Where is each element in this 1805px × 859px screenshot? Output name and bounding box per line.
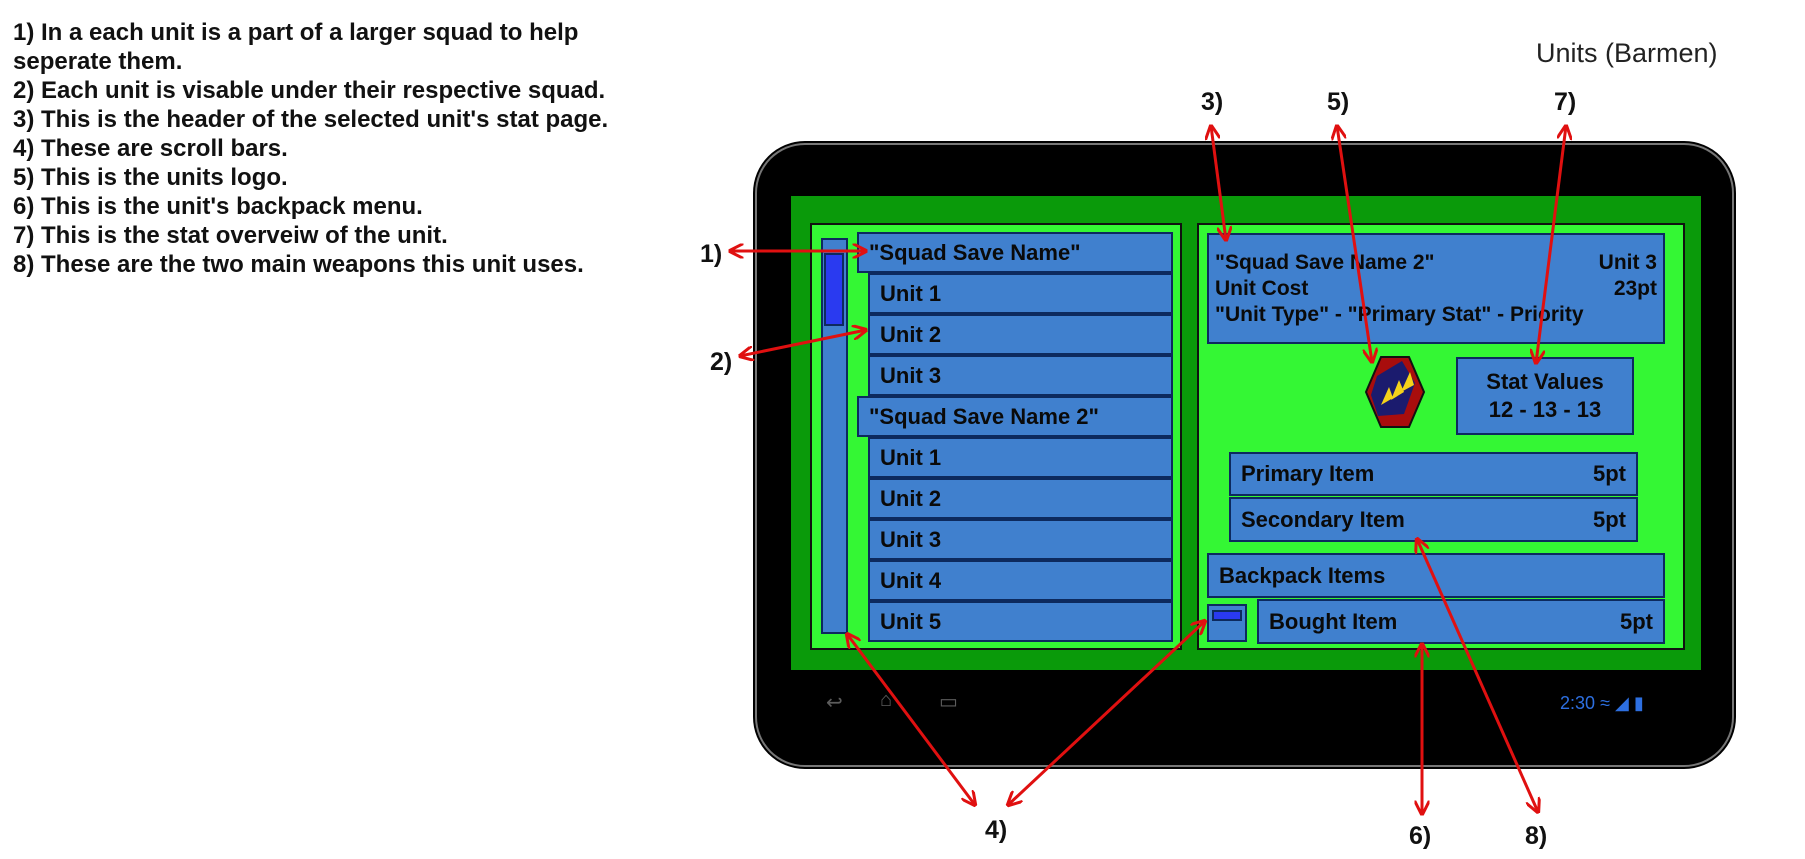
backpack-item[interactable]: Bought Item 5pt: [1257, 599, 1665, 644]
header-squad-name: "Squad Save Name 2": [1215, 250, 1435, 274]
primary-weapon-name: Primary Item: [1241, 461, 1375, 486]
squad-header-2[interactable]: "Squad Save Name 2": [857, 396, 1173, 437]
header-type-line: "Unit Type" - "Primary Stat" - Priority: [1215, 302, 1584, 326]
page-title: Units (Barmen): [1536, 38, 1718, 68]
home-nav-icon[interactable]: ⌂: [880, 689, 893, 711]
stat-values: 12 - 13 - 13: [1488, 397, 1602, 422]
unit-item[interactable]: Unit 3: [868, 355, 1173, 396]
clock-time: 2:30: [1560, 693, 1596, 713]
note-8: 8) These are the two main weapons this u…: [13, 251, 584, 278]
callout-label-5: 5): [1327, 88, 1350, 116]
note-5: 5) This is the units logo.: [13, 164, 288, 191]
note-2: 2) Each unit is visable under their resp…: [13, 77, 606, 104]
status-clock: 2:30 ≈ ◢ ▮: [1560, 693, 1644, 714]
note-7: 7) This is the stat overveiw of the unit…: [13, 222, 448, 249]
annotation-notes: 1) In a each unit is a part of a larger …: [13, 18, 653, 279]
unit-item[interactable]: Unit 1: [868, 273, 1173, 314]
callout-label-1: 1): [700, 240, 723, 268]
header-cost-value: 23pt: [1613, 276, 1657, 300]
unit-item[interactable]: Unit 5: [868, 601, 1173, 642]
callout-label-7: 7): [1554, 88, 1577, 116]
backpack-header[interactable]: Backpack Items: [1207, 553, 1665, 598]
note-6: 6) This is the unit's backpack menu.: [13, 193, 423, 220]
callout-label-3: 3): [1201, 88, 1224, 116]
unit-item[interactable]: Unit 2: [868, 314, 1173, 355]
squad-header-1[interactable]: "Squad Save Name": [857, 232, 1173, 273]
callout-label-4: 4): [985, 816, 1008, 844]
stat-values-label: Stat Values: [1486, 369, 1604, 394]
secondary-weapon-name: Secondary Item: [1241, 506, 1405, 532]
signal-icon: ◢: [1614, 693, 1629, 713]
battery-icon: ▮: [1633, 693, 1644, 713]
backpack-item-name: Bought Item: [1269, 608, 1398, 634]
header-cost-label: Unit Cost: [1215, 276, 1309, 300]
wifi-icon: ≈: [1600, 693, 1610, 713]
note-1: 1) In a each unit is a part of a larger …: [13, 19, 579, 75]
backpack-scroll-thumb[interactable]: [1212, 610, 1242, 621]
note-4: 4) These are scroll bars.: [13, 135, 288, 162]
squad-list-scroll-thumb[interactable]: [824, 253, 844, 326]
header-unit: Unit 3: [1598, 250, 1657, 274]
unit-item[interactable]: Unit 2: [868, 478, 1173, 519]
note-3: 3) This is the header of the selected un…: [13, 106, 609, 133]
back-nav-icon[interactable]: ↩: [826, 692, 843, 714]
secondary-weapon-cost: 5pt: [1593, 506, 1626, 532]
primary-weapon-item[interactable]: Primary Item 5pt: [1229, 452, 1638, 496]
primary-weapon-cost: 5pt: [1593, 461, 1626, 486]
unit-item[interactable]: Unit 3: [868, 519, 1173, 560]
recents-nav-icon[interactable]: ▭: [939, 691, 958, 713]
callout-label-6: 6): [1409, 822, 1432, 850]
unit-item[interactable]: Unit 4: [868, 560, 1173, 601]
backpack-item-cost: 5pt: [1620, 608, 1653, 634]
callout-label-2: 2): [710, 348, 733, 376]
stat-overview-box: Stat Values 12 - 13 - 13: [1456, 357, 1634, 435]
unit-item[interactable]: Unit 1: [868, 437, 1173, 478]
secondary-weapon-item[interactable]: Secondary Item 5pt: [1229, 497, 1638, 542]
callout-label-8: 8): [1525, 822, 1548, 850]
